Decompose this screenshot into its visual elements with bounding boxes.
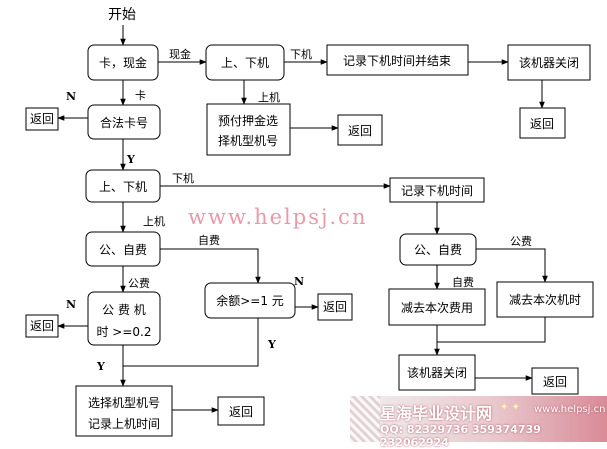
node-updown-1: 上、下机	[205, 44, 285, 81]
node-updown-2-label: 上、下机	[99, 180, 147, 194]
node-record-time: 记录下机时间	[389, 177, 485, 203]
node-return-close-1-label: 返回	[530, 117, 554, 131]
label-n3: N	[294, 275, 304, 288]
node-legal-card: 合法卡号	[87, 104, 161, 140]
label-y2: Y	[96, 360, 105, 373]
node-return-close-2: 返回	[531, 367, 579, 395]
node-close-1-label: 该机器关闭	[519, 56, 579, 70]
banner-sparkle-icon: ✦ ✦	[500, 402, 520, 413]
label-public1: 公费	[128, 277, 150, 290]
label-down2: 下机	[172, 171, 194, 185]
label-self1: 自费	[198, 234, 220, 247]
watermark-text: www.helpsj.cn	[188, 205, 367, 229]
edge-public2	[476, 248, 548, 283]
node-return-invalid-label: 返回	[30, 112, 54, 126]
node-pubself-2-label: 公、自费	[414, 243, 462, 257]
label-n2: N	[66, 298, 76, 311]
node-prepay-line2: 择机型机号	[218, 134, 278, 148]
node-pub-time-line2: 时 >=0.2	[96, 325, 151, 339]
node-return-balance: 返回	[317, 293, 353, 321]
node-card-cash-label: 卡，现金	[99, 55, 147, 70]
node-balance: 余额>=1 元	[204, 282, 296, 319]
node-close-2-label: 该机器关闭	[407, 366, 467, 380]
label-public2: 公费	[510, 235, 532, 248]
node-updown-1-label: 上、下机	[221, 56, 269, 70]
node-record-end: 记录下机时间并结束	[326, 44, 469, 76]
node-select-line1: 选择机型机号	[88, 396, 160, 410]
label-up1: 上机	[258, 90, 280, 104]
node-return-invalid: 返回	[25, 107, 59, 131]
node-return-prepay: 返回	[337, 114, 383, 146]
node-prepay-line1: 预付押金选	[218, 113, 278, 128]
node-select-line2: 记录上机时间	[88, 417, 160, 431]
label-down1: 下机	[290, 47, 312, 61]
start-label: 开始	[108, 7, 136, 23]
label-card: 卡	[135, 89, 146, 102]
banner-title: 星海毕业设计网	[380, 404, 493, 423]
node-pubself-1-label: 公、自费	[99, 243, 147, 257]
node-return-pubtime-label: 返回	[30, 319, 54, 333]
node-sub-time: 减去本次机时	[496, 281, 594, 318]
node-return-prepay-label: 返回	[348, 124, 372, 138]
node-select: 选择机型机号 记录上机时间	[75, 385, 173, 437]
node-legal-card-label: 合法卡号	[100, 115, 148, 130]
banner-stripe	[350, 396, 380, 442]
node-card-cash: 卡，现金	[87, 44, 159, 81]
banner-url: www.helpsj.cn	[534, 404, 606, 415]
node-pub-time: 公 费 机 时 >=0.2	[87, 291, 161, 346]
node-pub-time-line1: 公 费 机	[102, 303, 146, 317]
node-return-close-2-label: 返回	[543, 375, 567, 389]
node-prepay: 预付押金选 择机型机号	[206, 103, 291, 156]
label-n1: N	[66, 90, 76, 103]
label-y1: Y	[126, 153, 135, 166]
node-record-time-label: 记录下机时间	[401, 184, 473, 198]
node-sub-cost: 减去本次费用	[388, 288, 486, 326]
node-pubself-2: 公、自费	[399, 233, 477, 266]
node-pubself-1: 公、自费	[85, 231, 161, 267]
label-self2: 自费	[452, 276, 474, 289]
banner-qq: QQ: 82329736 359374739 232062924	[380, 423, 541, 449]
edge-time-merge	[437, 317, 546, 343]
site-banner: 星海毕业设计网 ✦ ✦ www.helpsj.cn QQ: 82329736 3…	[350, 396, 607, 449]
node-return-select-label: 返回	[229, 405, 253, 419]
label-y3: Y	[267, 338, 276, 351]
node-close-2: 该机器关闭	[398, 354, 476, 391]
node-return-pubtime: 返回	[25, 314, 59, 338]
node-return-close-1: 返回	[519, 107, 566, 139]
node-return-balance-label: 返回	[323, 300, 347, 314]
node-sub-cost-label: 减去本次费用	[401, 301, 473, 315]
label-cash: 现金	[169, 47, 191, 61]
node-updown-2: 上、下机	[85, 169, 161, 203]
edges	[57, 25, 548, 413]
node-balance-label: 余额>=1 元	[216, 293, 284, 308]
node-sub-time-label: 减去本次机时	[509, 293, 581, 307]
edge-y3	[123, 318, 259, 367]
label-up2: 上机	[143, 214, 165, 228]
node-close-1: 该机器关闭	[507, 44, 591, 81]
edge-self1	[160, 248, 261, 284]
node-return-select: 返回	[217, 396, 265, 426]
node-record-end-label: 记录下机时间并结束	[343, 54, 451, 68]
edge-labels: 现金 下机 上机 卡 N Y 下机 上机 自费 公费 N Y N Y 公费 自费	[66, 47, 532, 373]
